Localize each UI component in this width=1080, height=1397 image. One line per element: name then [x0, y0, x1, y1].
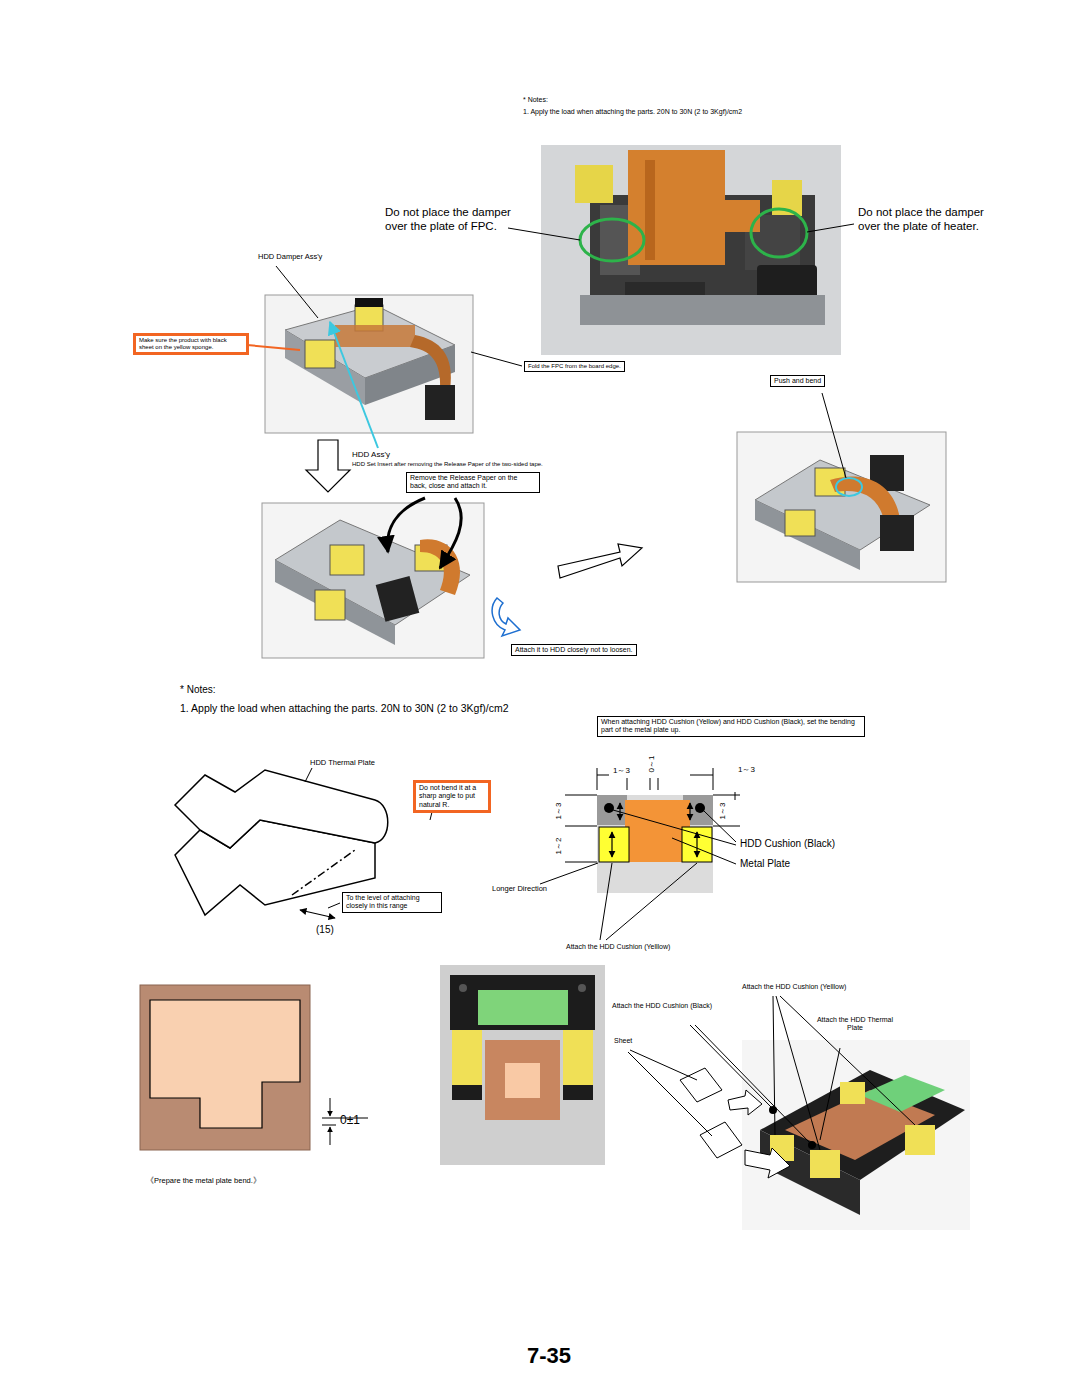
note-text: Push and bend	[774, 377, 821, 385]
note-text: When attaching HDD Cushion (Yellow) and …	[601, 718, 861, 735]
rotate-arrow	[492, 598, 520, 636]
label-text: HDD Ass'y	[352, 450, 390, 460]
note-box: Push and bend	[770, 375, 825, 387]
dimension-text: 1～3	[718, 803, 728, 820]
label-text: HDD Thermal Plate	[310, 758, 375, 767]
note-text: Remove the Release Paper on the back, cl…	[410, 474, 536, 491]
label-text: Attach the HDD Cushion (Yelllow)	[742, 983, 846, 991]
label-text: HDD Damper Ass'y	[258, 252, 322, 261]
label-text: (15)	[316, 924, 334, 936]
note-text: Do not bend it at a sharp angle to put n…	[419, 784, 485, 809]
label-text: Attach the HDD Thermal Plate	[815, 1016, 895, 1033]
label-text: 《Prepare the metal plate bend.》	[146, 1176, 261, 1185]
label-text: Metal Plate	[740, 858, 790, 870]
cushion-diagram	[540, 768, 740, 940]
photo-damper	[247, 266, 522, 448]
label-text: 1～3	[613, 766, 630, 776]
label-text: Longer Direction	[492, 884, 547, 893]
label-text: * Notes:	[523, 96, 548, 104]
label-text: Attach the HDD Cushion (Yelllow)	[566, 943, 670, 951]
label-text: 1. Apply the load when attaching the par…	[523, 108, 742, 116]
photo-top	[508, 145, 854, 355]
label-text: Sheet	[614, 1037, 632, 1045]
label-text: 1. Apply the load when attaching the par…	[180, 702, 509, 715]
note-text: Fold the FPC from the board edge.	[528, 363, 621, 370]
label-text: HDD Cushion (Black)	[740, 838, 835, 850]
note-box: To the level of attaching closely in thi…	[342, 892, 442, 913]
note-text: Attach it to HDD closely not to loosen.	[515, 646, 633, 654]
note-box: When attaching HDD Cushion (Yellow) and …	[597, 716, 865, 737]
note-box: Attach it to HDD closely not to loosen.	[511, 644, 637, 656]
label-text: 1～3	[738, 765, 755, 775]
photo-push-bend	[737, 393, 946, 582]
label-text: Attach the HDD Cushion (Black)	[612, 1002, 712, 1010]
label-text: HDD Set Insert after removing the Releas…	[352, 461, 543, 468]
photo-hdd-assy	[262, 498, 484, 658]
label-text: Do not place the damper over the plate o…	[385, 206, 535, 234]
photo-assembled	[628, 996, 970, 1230]
dimension-text: 1～3	[554, 803, 564, 820]
block-arrow	[558, 544, 642, 578]
label-text: Do not place the damper over the plate o…	[858, 206, 1008, 234]
label-text: * Notes:	[180, 684, 216, 696]
note-text: Make sure the product with black sheet o…	[139, 337, 243, 351]
note-box: Fold the FPC from the board edge.	[524, 361, 625, 372]
note-box: Remove the Release Paper on the back, cl…	[406, 472, 540, 493]
label-text: 0±1	[340, 1113, 360, 1127]
note-text: To the level of attaching closely in thi…	[346, 894, 438, 911]
label-text: 7-35	[527, 1343, 571, 1369]
note-box: Make sure the product with black sheet o…	[133, 333, 249, 355]
note-box: Do not bend it at a sharp angle to put n…	[413, 780, 491, 813]
photo-metal-plate	[140, 985, 368, 1150]
block-arrow	[306, 440, 350, 492]
photo-top-view	[440, 965, 605, 1165]
dimension-text: 0～1	[647, 756, 657, 773]
dimension-text: 1～2	[554, 838, 564, 855]
